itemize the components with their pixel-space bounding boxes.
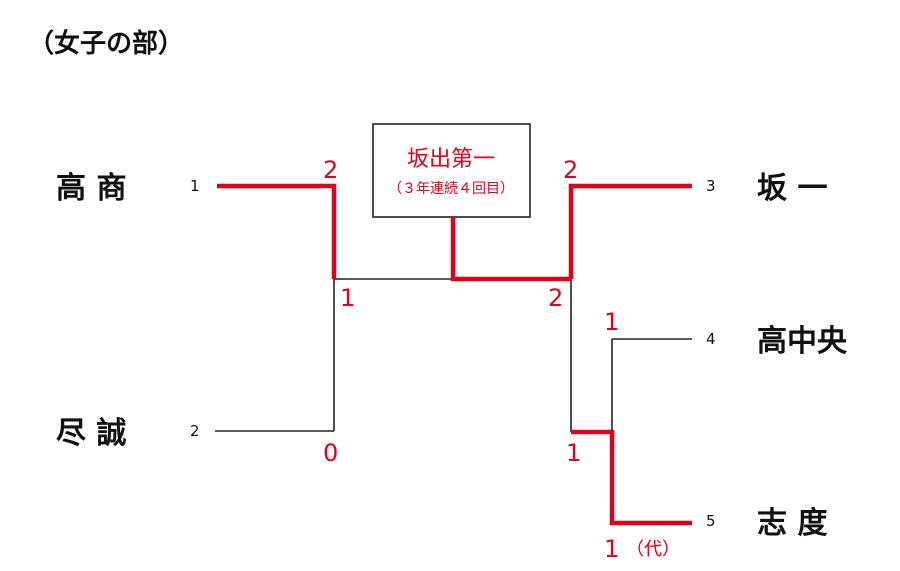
score-m2-bottom: 1	[604, 535, 619, 563]
seed-3: 3	[706, 177, 716, 195]
win-path-champion	[450, 217, 571, 282]
team-name-2: 尽 誠	[56, 416, 126, 451]
score-final-left: 1	[340, 284, 355, 312]
win-path-team3	[568, 183, 692, 279]
champion-name: 坂出第一	[407, 147, 495, 172]
win-path-team1	[217, 183, 337, 279]
score-m3-bottom: 1	[566, 439, 581, 467]
seed-1: 1	[190, 177, 200, 195]
team-name-3: 坂 一	[757, 171, 827, 206]
score-m3-top: 2	[563, 156, 578, 184]
seed-5: 5	[706, 512, 716, 530]
team-name-4: 高中央	[757, 324, 848, 359]
page-title: （女子の部）	[28, 28, 184, 59]
score-m1-top: 2	[323, 156, 338, 184]
score-m1-bottom: 0	[323, 439, 338, 467]
champion-note: （３年連続４回目）	[388, 180, 514, 197]
seed-2: 2	[190, 422, 200, 440]
score-m2-note: （代）	[626, 539, 680, 560]
seed-4: 4	[706, 330, 716, 348]
score-m2-top: 1	[604, 308, 619, 336]
team-name-1: 高 商	[56, 171, 126, 206]
win-path-team5	[571, 429, 692, 526]
team-name-5: 志 度	[757, 506, 827, 541]
score-final-right: 2	[548, 284, 563, 312]
champion-box	[372, 123, 531, 218]
